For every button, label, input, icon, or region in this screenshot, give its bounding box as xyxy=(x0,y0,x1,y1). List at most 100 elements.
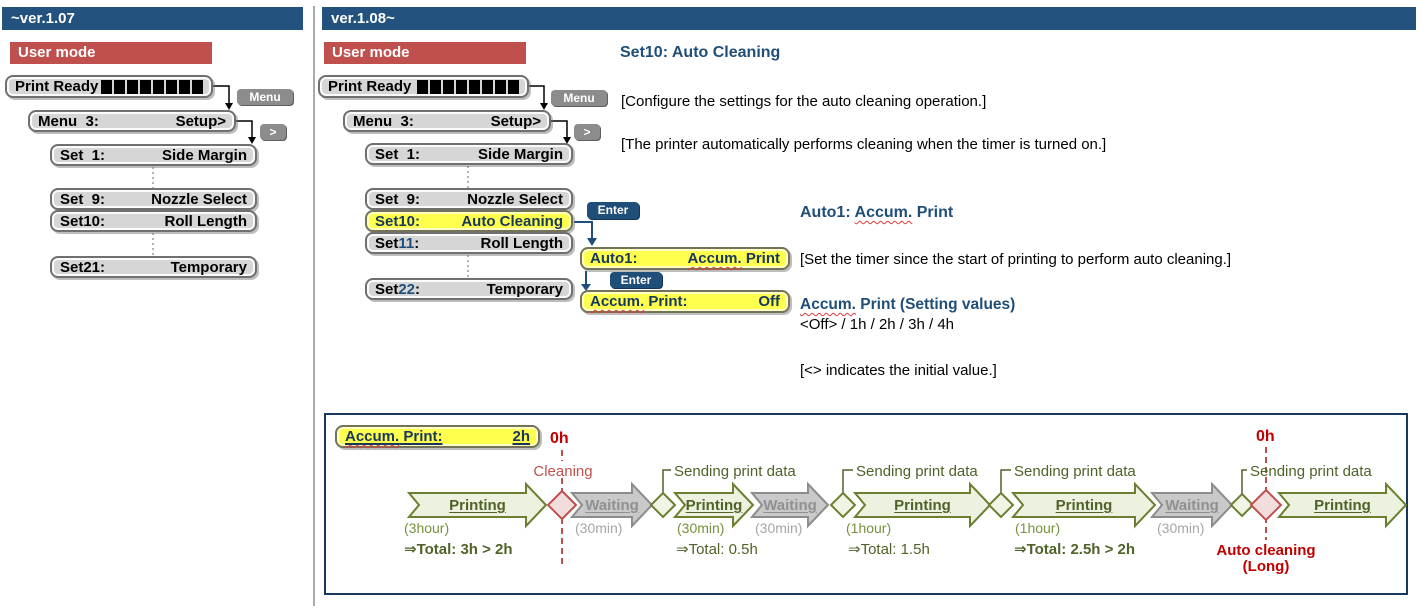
flow-arrowhead xyxy=(225,103,233,110)
heading-post: Print xyxy=(912,204,954,221)
print-word: Print xyxy=(741,250,780,267)
data-diamond xyxy=(987,491,1015,519)
data-diamond xyxy=(829,491,857,519)
auto-cleaning-diamond xyxy=(1249,488,1283,522)
flow-arrowhead xyxy=(563,137,571,144)
ink-level-blocks xyxy=(415,79,519,94)
setting-values-heading: Accum. Print (Setting values) xyxy=(800,296,1015,314)
step-duration: (30min) xyxy=(1157,520,1205,536)
lcd-text-right: Off xyxy=(758,293,780,310)
accum-word: Accum. xyxy=(854,204,913,221)
next-button[interactable]: > xyxy=(260,124,286,140)
step-total: ⇒Total: 0.5h xyxy=(676,541,758,558)
step-duration: (3hour) xyxy=(404,520,450,536)
lcd-text-right: Roll Length xyxy=(164,212,248,230)
sending-print-data-label: Sending print data xyxy=(1014,463,1136,480)
auto-cleaning-sub-label: (Long) xyxy=(1242,558,1290,575)
heading-post: Print (Setting values) xyxy=(856,296,1016,313)
lcd-set1: Set 1: Side Margin xyxy=(50,144,257,166)
menu-button[interactable]: Menu xyxy=(551,90,607,106)
lcd-text-right: Temporary xyxy=(170,258,247,276)
timer-zero-label: 0h xyxy=(1256,428,1275,445)
flow-arrow-line xyxy=(236,120,253,137)
flow-arrow-line xyxy=(528,85,545,103)
menu-button[interactable]: Menu xyxy=(237,89,293,105)
lcd-text-right: Setup> xyxy=(490,112,541,130)
step-duration: (30min) xyxy=(677,520,725,536)
lcd-text-right: Setup> xyxy=(175,112,226,130)
auto-cleaning-label: Auto cleaning xyxy=(1216,542,1316,559)
lcd-accum-print-off: Accum. Print: Off xyxy=(580,290,790,313)
print-ready-text: Print Ready xyxy=(328,78,412,95)
lcd-text-left: Set11: xyxy=(375,235,419,252)
waiting-arrow xyxy=(1149,481,1234,529)
lcd-text-right: Temporary xyxy=(486,280,563,298)
lcd-menu3: Menu 3: Setup> xyxy=(28,110,236,132)
step-label-printing: Printing xyxy=(894,497,951,514)
description-line: [Set the timer since the start of printi… xyxy=(800,251,1232,268)
set-number-changed: 22 xyxy=(398,280,416,298)
lcd-text-left: Set 1: xyxy=(375,145,421,163)
accum-word: Accum. xyxy=(590,293,645,310)
set-colon: : xyxy=(415,280,421,298)
lcd-text-left: Auto1: xyxy=(590,250,638,267)
data-diamond xyxy=(649,491,677,519)
lcd-set9: Set 9: Nozzle Select xyxy=(50,188,257,210)
enter-button[interactable]: Enter xyxy=(610,272,662,288)
lcd-text-left: Set10: xyxy=(60,212,106,230)
print-word: Print: xyxy=(644,293,688,310)
flow-arrowhead xyxy=(248,137,256,144)
step-duration: (30min) xyxy=(575,520,623,536)
lcd-text-right: Auto Cleaning xyxy=(461,212,563,230)
step-label-printing: Printing xyxy=(1314,497,1371,514)
sending-print-data-label: Sending print data xyxy=(856,463,978,480)
lcd-text-right: Nozzle Select xyxy=(151,190,247,208)
lcd-text-left: Set10: xyxy=(375,212,421,230)
accum-word: Accum. xyxy=(345,428,400,445)
sending-connector xyxy=(1241,469,1247,495)
lcd-set10-highlighted: Set10: Auto Cleaning xyxy=(365,210,573,232)
enter-arrowhead xyxy=(587,238,597,246)
enter-arrowhead xyxy=(581,284,591,291)
lcd-set22: Set22: Temporary xyxy=(365,278,573,300)
initial-value-note: [<> indicates the initial value.] xyxy=(800,362,997,379)
next-button[interactable]: > xyxy=(574,124,600,140)
step-label-waiting: Waiting xyxy=(763,497,817,514)
lcd-print-ready: Print Ready xyxy=(318,75,529,98)
sending-connector xyxy=(1000,469,1011,494)
step-total: ⇒Total: 3h > 2h xyxy=(404,541,513,558)
timer-zero-label: 0h xyxy=(550,430,569,447)
printing-arrow xyxy=(1010,481,1157,529)
enter-button[interactable]: Enter xyxy=(587,202,639,219)
print-ready-text: Print Ready xyxy=(15,78,99,95)
lcd-text-left: Set 1: xyxy=(60,146,106,164)
lcd-print-ready: Print Ready xyxy=(5,75,213,98)
sending-connector xyxy=(842,469,853,494)
flow-arrowhead xyxy=(540,103,548,110)
auto1-heading: Auto1: Accum. Print xyxy=(800,204,953,222)
accum-word: Accum. xyxy=(687,250,742,267)
printing-arrow xyxy=(1276,481,1408,529)
description-line: [Configure the settings for the auto cle… xyxy=(621,93,987,110)
user-mode-label: User mode xyxy=(324,42,526,64)
lcd-text-left: Set21: xyxy=(60,258,106,276)
section-title: Set10: Auto Cleaning xyxy=(620,44,781,61)
lcd-set10: Set10: Roll Length xyxy=(50,210,257,232)
waiting-arrow xyxy=(749,481,830,529)
step-duration: (30min) xyxy=(755,520,803,536)
lcd-accum-print-2h: Accum. Print: 2h xyxy=(335,425,540,448)
step-total: ⇒Total: 1.5h xyxy=(848,541,930,558)
lcd-text-right: 2h xyxy=(512,428,530,445)
flow-arrow-line xyxy=(551,120,568,137)
lcd-text-right: Accum. Print xyxy=(687,250,780,267)
heading-pre: Auto1: xyxy=(800,204,855,221)
lcd-text-left: Accum. Print: xyxy=(345,428,443,445)
printing-arrow xyxy=(672,481,755,529)
flow-arrow-line xyxy=(213,85,230,103)
sending-print-data-label: Sending print data xyxy=(1250,463,1372,480)
step-label-printing: Printing xyxy=(1055,497,1113,514)
print-word: Print: xyxy=(399,428,443,445)
step-label-waiting: Waiting xyxy=(585,497,639,514)
step-total: ⇒Total: 2.5h > 2h xyxy=(1014,541,1136,558)
